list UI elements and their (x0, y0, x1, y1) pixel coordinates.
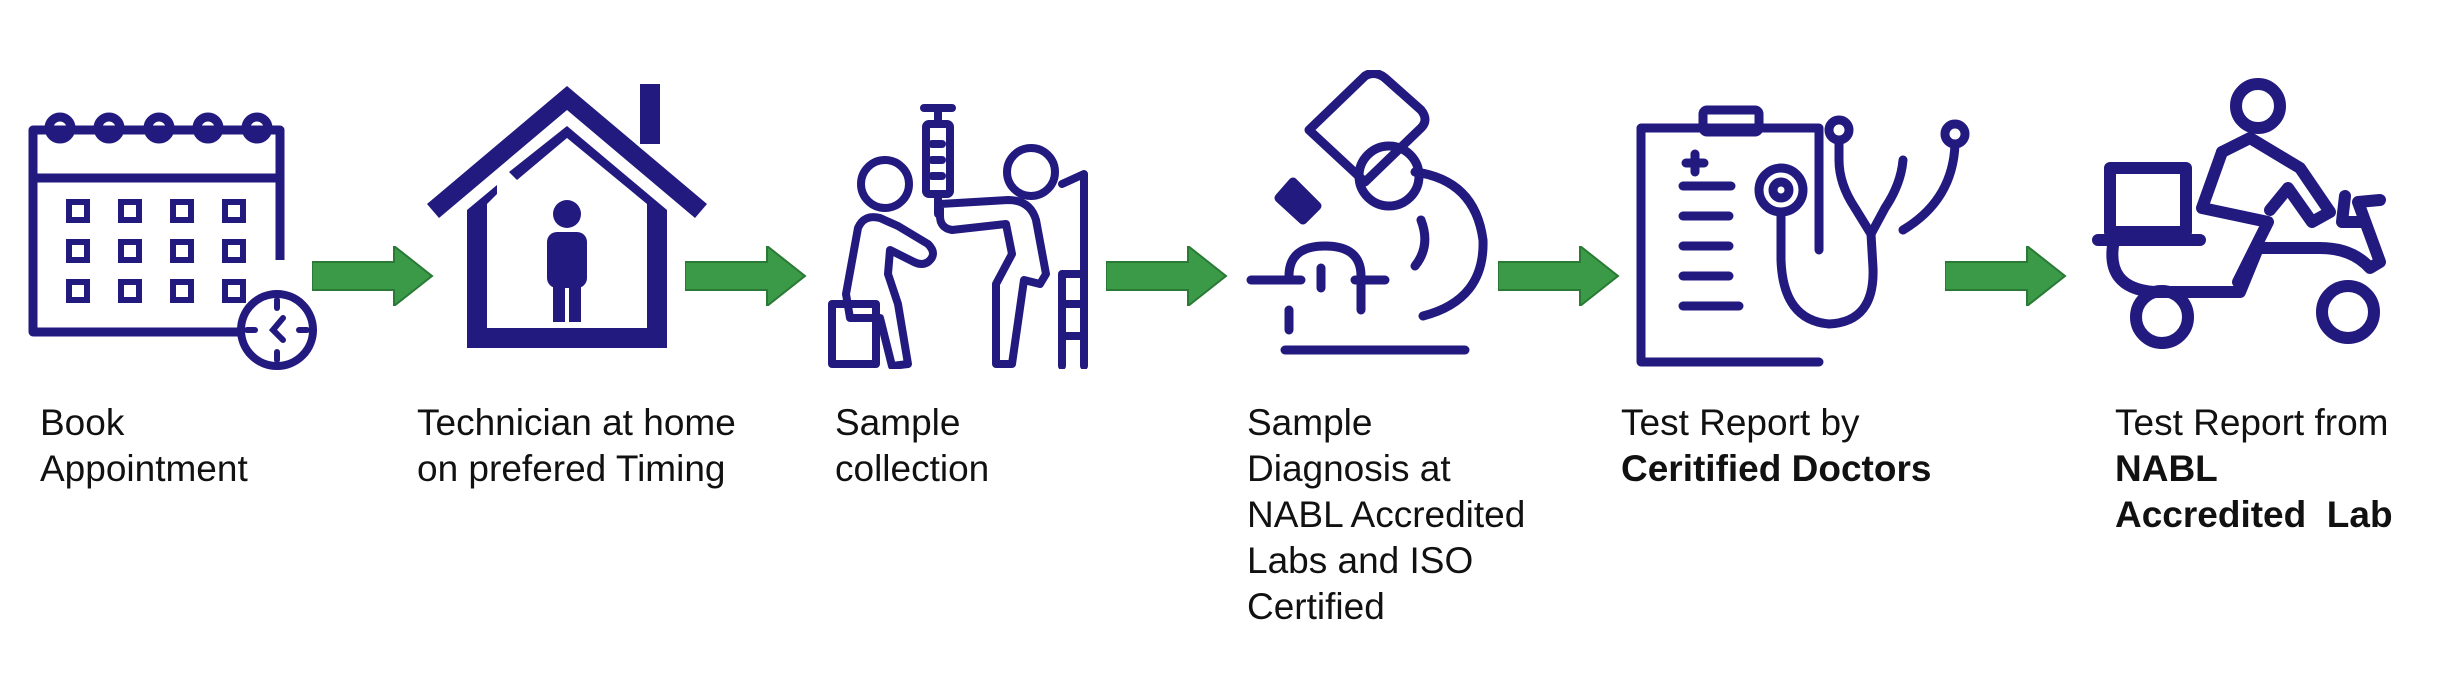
flow-arrow-1 (312, 246, 434, 306)
label-line: Certified (1247, 586, 1385, 627)
label-line: Appointment (40, 448, 248, 489)
label-line-bold: Accredited Lab (2115, 494, 2393, 535)
label-line-bold: NABL (2115, 448, 2218, 489)
label-line: Test Report from (2115, 402, 2389, 443)
label-line: Labs and ISO (1247, 540, 1474, 581)
step-label-book-appointment: Book Appointment (40, 400, 248, 492)
calendar-clock-icon (28, 112, 317, 370)
clipboard-stethoscope-icon (1636, 105, 1970, 367)
label-line: collection (835, 448, 990, 489)
blood-sample-collection-icon (828, 104, 1088, 369)
house-person-icon (427, 84, 707, 348)
step-label-sample-collection: Sample collection (835, 400, 989, 492)
label-line: NABL Accredited (1247, 494, 1526, 535)
step-label-sample-diagnosis: Sample Diagnosis at NABL Accredited Labs… (1247, 400, 1525, 630)
label-line: Sample (1247, 402, 1373, 443)
label-line: Test Report by (1621, 402, 1860, 443)
flow-arrow-4 (1498, 246, 1620, 306)
delivery-scooter-icon (2092, 78, 2386, 349)
label-line-bold: Ceritified Doctors (1621, 448, 1932, 489)
step-label-test-report-doctors: Test Report by Ceritified Doctors (1621, 400, 1931, 492)
label-line: Sample (835, 402, 961, 443)
step-label-test-report-lab: Test Report from NABL Accredited Lab (2115, 400, 2393, 538)
step-label-technician: Technician at home on prefered Timing (417, 400, 736, 492)
label-line: Book (40, 402, 125, 443)
label-line: on prefered Timing (417, 448, 726, 489)
flow-arrow-5 (1945, 246, 2067, 306)
flow-arrow-3 (1106, 246, 1228, 306)
microscope-icon (1246, 70, 1488, 355)
label-line: Diagnosis at (1247, 448, 1451, 489)
flow-arrow-2 (685, 246, 807, 306)
label-line: Technician at home (417, 402, 736, 443)
